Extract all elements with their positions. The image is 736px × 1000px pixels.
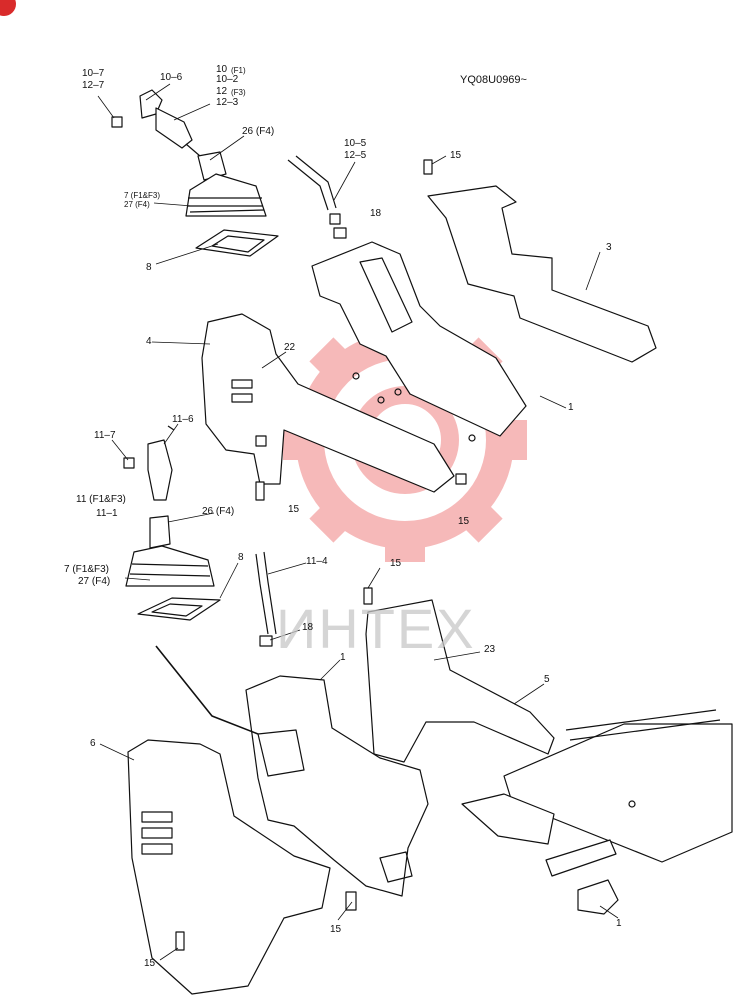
upper-lever-knob [111,89,201,157]
label-10-7: 10–7 [82,68,105,79]
bracket-1-small [577,879,619,915]
lower-lever-knob [123,425,175,501]
label-11-1: 11–1 [96,508,118,519]
label-15-bottom: 15 [144,958,156,969]
label-3: 3 [606,242,612,253]
label-23: 23 [484,644,496,655]
shaft-assembly [461,793,617,877]
label-12-7: 12–7 [82,80,105,91]
lower-boot [125,515,215,587]
bolt-15-mid [345,891,357,911]
cover-4 [201,313,455,493]
main-lever [155,645,259,735]
label-10-2: 10–2 [216,74,239,85]
label-27-lower: 27 (F4) [78,576,111,587]
label-26-upper: 26 (F4) [242,126,275,137]
label-12-5: 12–5 [344,150,367,161]
lower-bezel [137,597,221,621]
label-5: 5 [544,674,550,685]
corner-badge [0,0,16,16]
drawing-code: YQ08U0969~ [460,74,527,86]
label-18-upper: 18 [370,208,382,219]
label-27-upper: 27 (F4) [124,200,150,209]
label-15-mid: 15 [330,924,342,935]
label-10-6: 10–6 [160,72,183,83]
label-12: 12 [216,86,228,97]
cover-6 [127,739,331,995]
rod-upper [287,155,341,225]
label-1-lower: 1 [340,652,346,663]
upper-boot [185,151,267,217]
label-11-7: 11–7 [94,430,116,441]
bolt-15-bottom [175,931,185,951]
label-15-top: 15 [450,150,462,161]
label-7-lower: 7 (F1&F3) [64,564,110,575]
label-8-lower: 8 [238,552,244,563]
label-7-upper: 7 (F1&F3) [124,191,161,200]
label-1-small: 1 [616,918,622,929]
label-10: 10 [216,64,228,75]
label-6: 6 [90,738,96,749]
label-1-upper: 1 [568,402,574,413]
label-11-6: 11–6 [172,414,194,425]
label-22: 22 [284,342,296,353]
label-12-3: 12–3 [216,97,239,108]
bolt-15-upper [455,473,467,485]
label-15-left: 15 [288,504,300,515]
nut-18-upper [333,227,347,239]
label-10-sub: (F1) [231,66,246,75]
label-15-lower: 15 [390,558,402,569]
label-11-4: 11–4 [306,556,328,567]
watermark-text: ИНТЕХ [276,597,476,660]
label-8-upper: 8 [146,262,152,273]
console-1-upper [311,241,527,442]
upper-bezel [195,229,279,257]
label-12-sub: (F3) [231,88,246,97]
rod-lower [255,551,277,647]
console-1-lower [245,675,429,897]
label-26-lower: 26 (F4) [202,506,235,517]
label-15-center: 15 [458,516,470,527]
bolt-15-left [255,481,265,501]
label-11-f: 11 (F1&F3) [76,494,126,505]
label-18-lower: 18 [302,622,314,633]
label-10-5: 10–5 [344,138,367,149]
bracket-3 [423,159,657,363]
label-4: 4 [146,336,152,347]
